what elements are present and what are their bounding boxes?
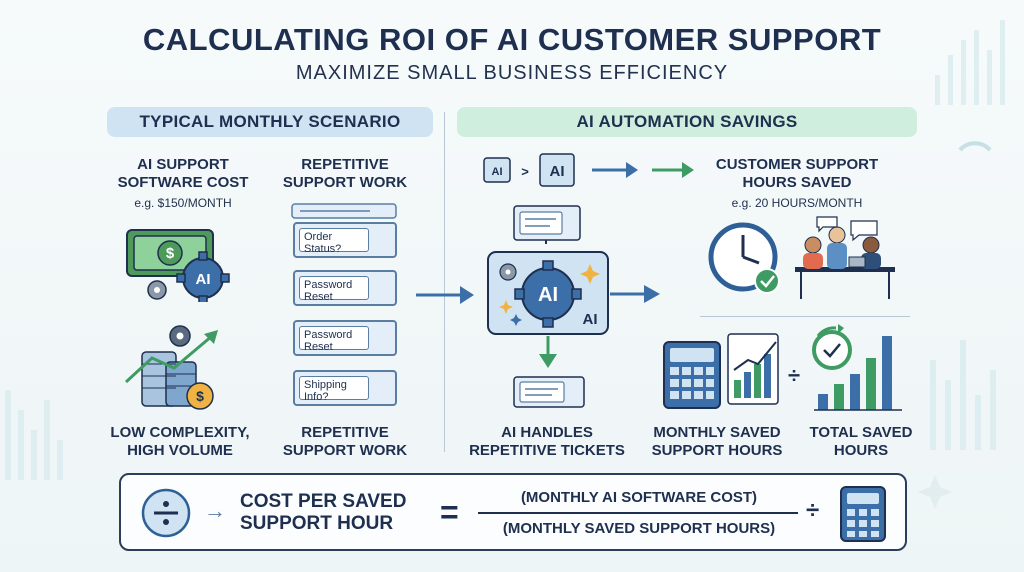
chip-large-text: AI xyxy=(550,163,565,180)
savings-heading: AI AUTOMATION SAVINGS xyxy=(457,107,917,137)
handled-ticket-icon xyxy=(513,376,585,408)
coins-growth-icon: $ xyxy=(124,325,218,410)
formula-arrow: → xyxy=(204,498,226,523)
page-subtitle: MAXIMIZE SMALL BUSINESS EFFICIENCY xyxy=(295,62,729,84)
ticket-password-reset-1: Password Reset xyxy=(293,270,397,306)
hours-saved-label: CUSTOMER SUPPORT HOURS SAVED xyxy=(715,156,879,191)
formula-divide-symbol: ÷ xyxy=(806,497,820,524)
ai-handles-label: AI HANDLES REPETITIVE TICKETS xyxy=(469,424,625,459)
ai-gear-text: AI xyxy=(196,271,211,288)
arrow-right-icon xyxy=(416,286,474,304)
section-divider xyxy=(700,316,910,317)
ticket-password-reset-2: Password Reset xyxy=(293,320,397,356)
processor-sub-text: AI xyxy=(583,311,598,328)
ticket-order-status: Order Status? xyxy=(293,222,397,258)
software-cost-label: AI SUPPORT SOFTWARE COST xyxy=(117,156,249,191)
ticket-label: Password Reset xyxy=(299,276,369,303)
scenario-heading: TYPICAL MONTHLY SCENARIO xyxy=(107,107,433,137)
processor-main-text: AI xyxy=(538,284,558,306)
ticket-label: Order Status? xyxy=(299,228,369,255)
hours-saved-example: e.g. 20 HOURS/MONTH xyxy=(731,196,863,210)
ticket-stack-top xyxy=(291,203,397,219)
repetitive-work-label-bottom: REPETITIVE SUPPORT WORK xyxy=(282,424,408,459)
ai-chip-flow: AI > AI xyxy=(483,153,694,187)
calculator-chart-icon xyxy=(663,333,779,409)
monthly-saved-label: MONTHLY SAVED SUPPORT HOURS xyxy=(651,424,783,459)
total-saved-label: TOTAL SAVED HOURS xyxy=(809,424,913,459)
ai-processor-icon: AI AI xyxy=(487,251,660,368)
page-title: CALCULATING ROI OF AI CUSTOMER SUPPORT xyxy=(142,22,882,57)
cost-per-hour-label: COST PER SAVED SUPPORT HOUR xyxy=(240,491,407,534)
chip-chevron: > xyxy=(521,164,529,179)
divide-circle-icon xyxy=(141,488,191,538)
ticket-label: Password Reset xyxy=(299,326,369,353)
dollar-sign: $ xyxy=(166,245,175,262)
panel-divider xyxy=(444,112,445,452)
ticket-shipping-info: Shipping Info? xyxy=(293,370,397,406)
incoming-ticket-icon xyxy=(513,205,581,244)
chip-small-text: AI xyxy=(492,166,503,178)
complexity-label: LOW COMPLEXITY, HIGH VOLUME xyxy=(110,424,250,459)
formula-calculator-icon xyxy=(840,486,886,542)
formula-denominator: (MONTHLY SAVED SUPPORT HOURS) xyxy=(502,520,776,537)
equals-sign: = xyxy=(440,494,459,530)
total-hours-chart-icon xyxy=(812,324,902,411)
coin-dollar-sign: $ xyxy=(196,388,204,404)
repetitive-work-label-top: REPETITIVE SUPPORT WORK xyxy=(282,156,408,191)
clock-team-icon xyxy=(708,216,895,299)
fraction-bar xyxy=(478,512,798,514)
money-gear-icon: $ AI xyxy=(126,229,230,302)
formula-numerator: (MONTHLY AI SOFTWARE COST) xyxy=(520,489,758,506)
divide-symbol: ÷ xyxy=(788,363,801,388)
ticket-label: Shipping Info? xyxy=(299,376,369,403)
software-cost-example: e.g. $150/MONTH xyxy=(134,196,232,210)
